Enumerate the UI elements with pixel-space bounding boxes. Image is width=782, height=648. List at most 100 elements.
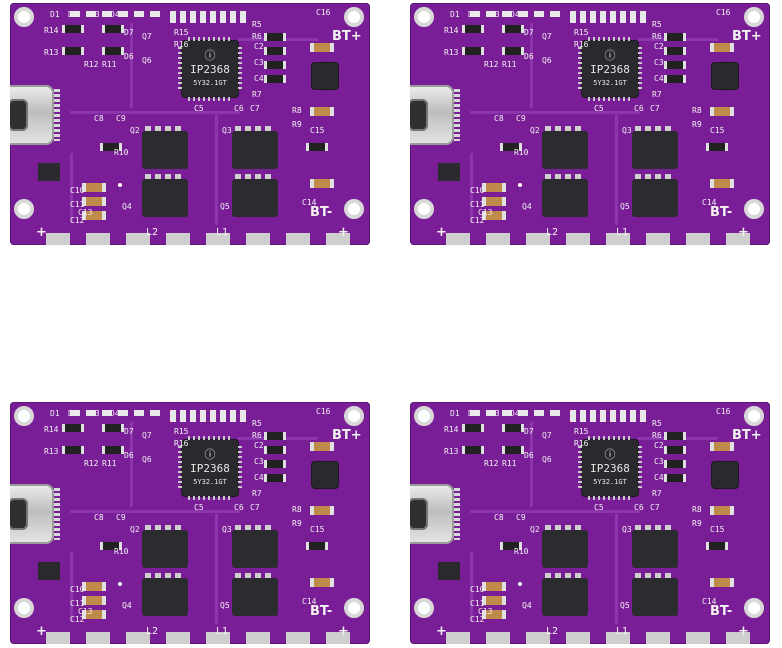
- designator-r5: R5: [252, 419, 262, 428]
- l2-label: L2: [146, 626, 159, 637]
- mosfet: [142, 525, 188, 568]
- resistor: [102, 25, 124, 33]
- designator-r6: R6: [652, 32, 662, 41]
- usb-c-connector: [10, 85, 54, 145]
- regulator-ic: [712, 63, 738, 89]
- designator-c4: C4: [654, 74, 664, 83]
- designator-r14: R14: [44, 425, 59, 434]
- designator-c13: C13: [478, 208, 493, 217]
- copper-trace: [470, 510, 640, 513]
- edge-pad: [206, 632, 230, 644]
- designator-c2: C2: [254, 441, 264, 450]
- regulator-ic: [712, 462, 738, 488]
- capacitor: [310, 442, 334, 451]
- designator-c6: C6: [234, 104, 244, 113]
- designator-d4: D4: [110, 409, 120, 418]
- designator-c3: C3: [654, 457, 664, 466]
- designator-c14: C14: [302, 198, 317, 207]
- designator-c12: C12: [70, 216, 85, 225]
- designator-q3: Q3: [222, 525, 232, 534]
- mounting-hole: [414, 7, 434, 27]
- designator-c13: C13: [78, 208, 93, 217]
- mosfet: [142, 174, 188, 217]
- designator-r9: R9: [692, 120, 702, 129]
- capacitor: [310, 578, 334, 587]
- designator-c6: C6: [634, 104, 644, 113]
- l1-label: L1: [616, 626, 629, 637]
- designator-c16: C16: [716, 407, 731, 416]
- mounting-hole: [744, 598, 764, 618]
- designator-d4: D4: [510, 10, 520, 19]
- designator-d1: D1: [50, 409, 60, 418]
- copper-trace: [215, 514, 218, 624]
- main-ic: ⓘ IP2368 5Y32.1GT: [578, 436, 642, 500]
- designator-r16: R16: [574, 40, 589, 49]
- resistor: [264, 47, 286, 55]
- designator-r9: R9: [292, 519, 302, 528]
- chip-model-label: IP2368: [590, 462, 630, 475]
- resistor: [664, 474, 686, 482]
- copper-trace: [70, 111, 240, 114]
- edge-pad: [566, 233, 590, 245]
- edge-pad: [46, 632, 70, 644]
- designator-r5: R5: [652, 20, 662, 29]
- designator-c11: C11: [70, 599, 85, 608]
- designator-q5: Q5: [220, 202, 230, 211]
- designator-d6: D6: [524, 451, 534, 460]
- designator-r7: R7: [652, 489, 662, 498]
- resistor: [264, 33, 286, 41]
- pcb-board: ⓘ IP2368 5Y32.1GT: [10, 402, 370, 644]
- designator-q2: Q2: [130, 525, 140, 534]
- mosfet: [632, 174, 678, 217]
- resistor: [664, 33, 686, 41]
- indicator-dot: [118, 582, 122, 586]
- resistor: [462, 446, 484, 454]
- mounting-hole: [744, 406, 764, 426]
- designator-r13: R13: [444, 48, 459, 57]
- resistor: [100, 542, 122, 550]
- designator-r10: R10: [514, 547, 529, 556]
- designator-c14: C14: [702, 198, 717, 207]
- edge-pad: [686, 233, 710, 245]
- edge-pad: [686, 632, 710, 644]
- designator-r16: R16: [574, 439, 589, 448]
- designator-c10: C10: [470, 585, 485, 594]
- l2-label: L2: [546, 626, 559, 637]
- main-ic: ⓘ IP2368 5Y32.1GT: [578, 37, 642, 101]
- designator-q3: Q3: [622, 126, 632, 135]
- designator-r12: R12: [484, 60, 499, 69]
- designator-c7: C7: [650, 104, 660, 113]
- designator-c14: C14: [702, 597, 717, 606]
- edge-pad: [166, 233, 190, 245]
- plus-left-label: +: [36, 624, 47, 639]
- pcb-board: ⓘ IP2368 5Y32.1GT: [10, 3, 370, 245]
- designator-r8: R8: [692, 106, 702, 115]
- designator-q6: Q6: [142, 455, 152, 464]
- designator-r6: R6: [252, 431, 262, 440]
- usb-c-connector: [410, 484, 454, 544]
- capacitor: [710, 43, 734, 52]
- edge-pad: [166, 632, 190, 644]
- designator-c14: C14: [302, 597, 317, 606]
- edge-pad: [246, 233, 270, 245]
- capacitor: [82, 610, 106, 619]
- regulator-ic: [312, 63, 338, 89]
- mounting-hole: [344, 406, 364, 426]
- designator-c12: C12: [70, 615, 85, 624]
- bat-plus-label: BT+: [732, 428, 762, 443]
- edge-pad: [286, 632, 310, 644]
- bat-minus-label: BT-: [710, 604, 733, 619]
- capacitor: [710, 442, 734, 451]
- designator-r11: R11: [502, 459, 517, 468]
- plus-left-label: +: [436, 225, 447, 240]
- designator-d3: D3: [490, 409, 500, 418]
- edge-pad: [446, 233, 470, 245]
- designator-d4: D4: [110, 10, 120, 19]
- bat-plus-label: BT+: [332, 428, 362, 443]
- resistor: [502, 424, 524, 432]
- designator-r10: R10: [114, 148, 129, 157]
- designator-c12: C12: [470, 615, 485, 624]
- capacitor: [82, 582, 106, 591]
- designator-r7: R7: [252, 90, 262, 99]
- resistor: [102, 446, 124, 454]
